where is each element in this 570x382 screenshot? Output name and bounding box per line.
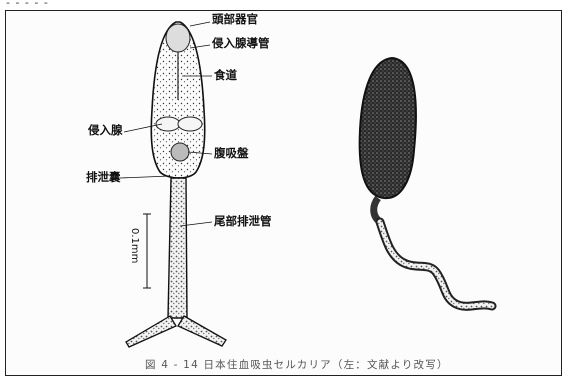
label-penetration-gland-duct: 侵入腺導管 bbox=[212, 38, 270, 50]
tail-stem bbox=[168, 178, 187, 318]
scale-bar bbox=[143, 214, 151, 288]
label-excretory-bladder: 排泄囊 bbox=[86, 172, 121, 184]
penetration-gland-shape-2 bbox=[178, 117, 202, 131]
photo-body bbox=[360, 58, 416, 198]
label-esophagus: 食道 bbox=[214, 70, 237, 82]
penetration-gland-shape bbox=[156, 117, 180, 131]
pointer-bladder bbox=[120, 176, 170, 178]
pointer-head-organ bbox=[190, 22, 210, 26]
tail-fork-right bbox=[178, 316, 226, 346]
label-penetration-gland: 侵入腺 bbox=[88, 125, 123, 137]
ventral-sucker-shape bbox=[171, 143, 189, 161]
scale-bar-label: 0.1mm bbox=[129, 228, 140, 263]
label-tail-excretory-duct: 尾部排泄管 bbox=[214, 216, 272, 228]
head-organ-shape bbox=[166, 24, 190, 52]
label-ventral-sucker: 腹吸盤 bbox=[214, 148, 249, 160]
photo-tail-inner bbox=[380, 222, 492, 306]
left-cercaria-drawing bbox=[120, 22, 226, 347]
right-cercaria-photo bbox=[360, 58, 492, 306]
tail-fork-left bbox=[126, 316, 176, 347]
photo-tail bbox=[380, 222, 492, 306]
label-head-organ: 頭部器官 bbox=[212, 14, 258, 26]
figure-caption: 図 4 - 14 日本住血吸虫セルカリア（左：文献より改写） bbox=[145, 357, 449, 372]
